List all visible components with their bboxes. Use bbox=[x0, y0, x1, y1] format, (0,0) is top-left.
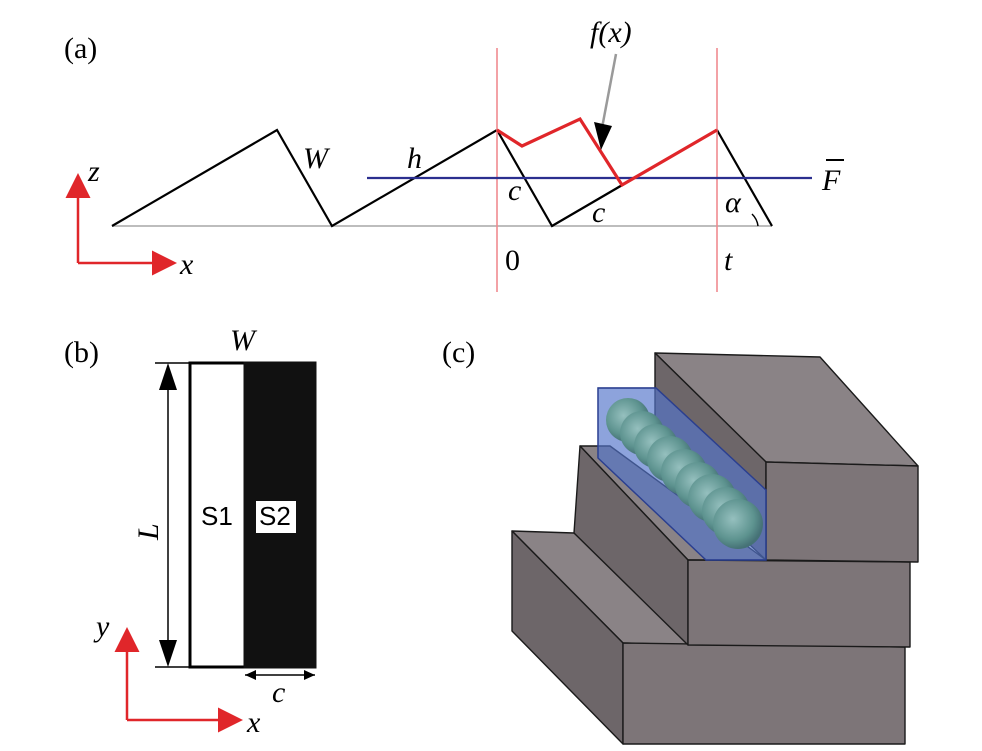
y-axis-label-b: y bbox=[93, 610, 110, 643]
fx-label: f(x) bbox=[590, 16, 632, 49]
capsule-overlay bbox=[597, 387, 767, 561]
sphere bbox=[713, 499, 763, 549]
z-axis-label: z bbox=[87, 155, 100, 188]
w-label: W bbox=[303, 142, 331, 175]
step-block bbox=[511, 352, 919, 745]
c-dim-arrow-right bbox=[304, 670, 315, 680]
fx-pointer-line bbox=[600, 53, 618, 129]
panel-c-label: (c) bbox=[442, 336, 475, 369]
l-label: L bbox=[132, 523, 165, 541]
s2-label-bg bbox=[256, 501, 296, 533]
x-axis-label-b: x bbox=[246, 706, 261, 739]
fbar-label: F bbox=[821, 164, 841, 197]
l-dim-arrow-bottom bbox=[159, 640, 177, 667]
panel-c: (c) bbox=[442, 336, 919, 745]
l-dim-arrow-top bbox=[159, 363, 177, 390]
h-label: h bbox=[407, 142, 422, 175]
x-axis-label: x bbox=[179, 248, 194, 281]
fx-pointer-arrowhead bbox=[594, 122, 612, 150]
panel-b: (b) W S1 S2 L c y x bbox=[64, 324, 317, 739]
bottom-step-front bbox=[622, 642, 906, 745]
panel-b-label: (b) bbox=[64, 336, 99, 369]
w-label-b: W bbox=[230, 324, 258, 357]
s1-label: S1 bbox=[201, 501, 233, 531]
t-label: t bbox=[724, 244, 733, 277]
middle-step-front bbox=[687, 559, 911, 648]
function-fx bbox=[496, 116, 718, 188]
c-label-bottom: c bbox=[592, 196, 605, 229]
c-label-b: c bbox=[272, 676, 285, 709]
alpha-label: α bbox=[725, 186, 742, 219]
c-label-left: c bbox=[508, 174, 521, 207]
s2-label: S2 bbox=[259, 501, 291, 531]
c-dim-arrow-left bbox=[245, 670, 256, 680]
alpha-arc bbox=[751, 213, 759, 227]
top-step-front bbox=[765, 461, 919, 563]
inner-segment-c bbox=[551, 184, 623, 227]
sphere-chain bbox=[606, 398, 763, 549]
zero-label: 0 bbox=[505, 244, 520, 277]
panel-a-label: (a) bbox=[64, 32, 97, 65]
capsule bbox=[597, 387, 767, 561]
panel-a: (a) f(x) W h c c α F 0 t z x bbox=[64, 16, 844, 292]
